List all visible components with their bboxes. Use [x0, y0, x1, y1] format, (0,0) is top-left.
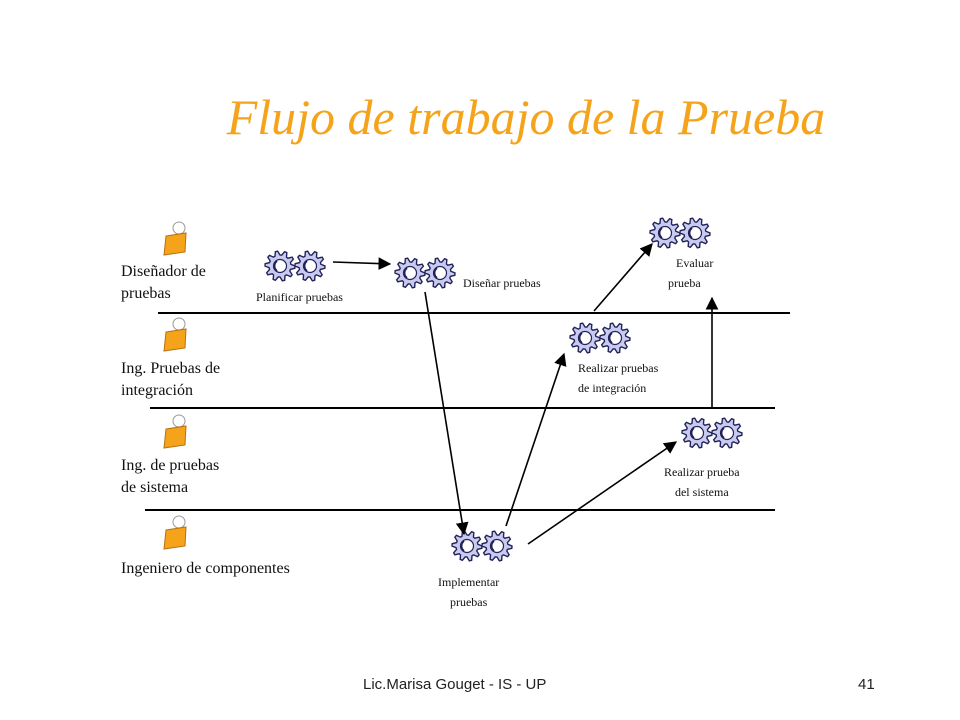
page-number: 41: [858, 676, 875, 693]
worker-icon: [163, 414, 187, 449]
activity-icon-planificar: [264, 250, 326, 282]
role-label-line: Ingeniero de componentes: [121, 560, 290, 577]
activity-icon-sistema: [681, 417, 743, 449]
activity-label-line: pruebas: [449, 595, 488, 609]
activity-icon-implementar: [451, 530, 513, 562]
activity-label-realizar-prueba-sistema: Realizar prueba del sistema: [664, 462, 740, 502]
role-label-line: pruebas: [121, 285, 171, 302]
role-label-line: integración: [121, 382, 193, 399]
role-label-line: Diseñador de: [121, 263, 206, 280]
activity-label-line: Implementar: [438, 575, 500, 589]
activity-label-line: Evaluar: [676, 256, 714, 270]
actor-icons: [163, 221, 187, 550]
activity-label-disenar-pruebas: Diseñar pruebas: [463, 273, 541, 293]
arrow-planificar-to-disenar: [332, 257, 392, 270]
activity-label-line: Planificar pruebas: [256, 290, 343, 304]
slide-title: Flujo de trabajo de la Prueba: [226, 89, 826, 145]
role-label-line: Ing. de pruebas: [121, 457, 220, 474]
arrow-integracion-to-evaluar: [593, 243, 653, 312]
role-disenador-de-pruebas: Diseñador de pruebas: [121, 261, 206, 305]
activity-label-evaluar-prueba: Evaluar prueba: [668, 253, 713, 293]
activity-icon-evaluar: [649, 217, 711, 249]
activity-label-line: Realizar pruebas: [578, 361, 659, 375]
flow-arrows: [332, 243, 719, 545]
activity-label-line: del sistema: [674, 485, 729, 499]
activity-label-line: prueba: [668, 276, 701, 290]
activity-label-line: Diseñar pruebas: [463, 276, 541, 290]
worker-icon: [163, 221, 187, 256]
arrow-implementar-to-sistema: [527, 441, 678, 545]
activity-label-planificar-pruebas: Planificar pruebas: [256, 287, 343, 307]
activity-label-line: Realizar prueba: [664, 465, 740, 479]
activity-icon-disenar: [394, 257, 456, 289]
activity-icon-integracion: [569, 322, 631, 354]
footer-author: Lic.Marisa Gouget - IS - UP: [363, 676, 547, 693]
arrow-implementar-to-integracion: [505, 352, 567, 527]
activity-label-line: de integración: [578, 381, 647, 395]
activity-icons: [264, 217, 743, 562]
role-ing-pruebas-integracion: Ing. Pruebas de integración: [121, 358, 220, 402]
role-ing-pruebas-sistema: Ing. de pruebas de sistema: [121, 455, 219, 499]
worker-icon: [163, 515, 187, 550]
role-label-line: Ing. Pruebas de: [121, 360, 221, 377]
activity-label-implementar-pruebas: Implementar pruebas: [438, 572, 499, 612]
role-label-line: de sistema: [121, 479, 189, 496]
worker-icon: [163, 317, 187, 352]
activity-label-realizar-pruebas-integracion: Realizar pruebas de integración: [578, 358, 658, 398]
arrow-disenar-to-implementar: [424, 291, 469, 536]
role-ingeniero-de-componentes: Ingeniero de componentes: [121, 558, 290, 580]
